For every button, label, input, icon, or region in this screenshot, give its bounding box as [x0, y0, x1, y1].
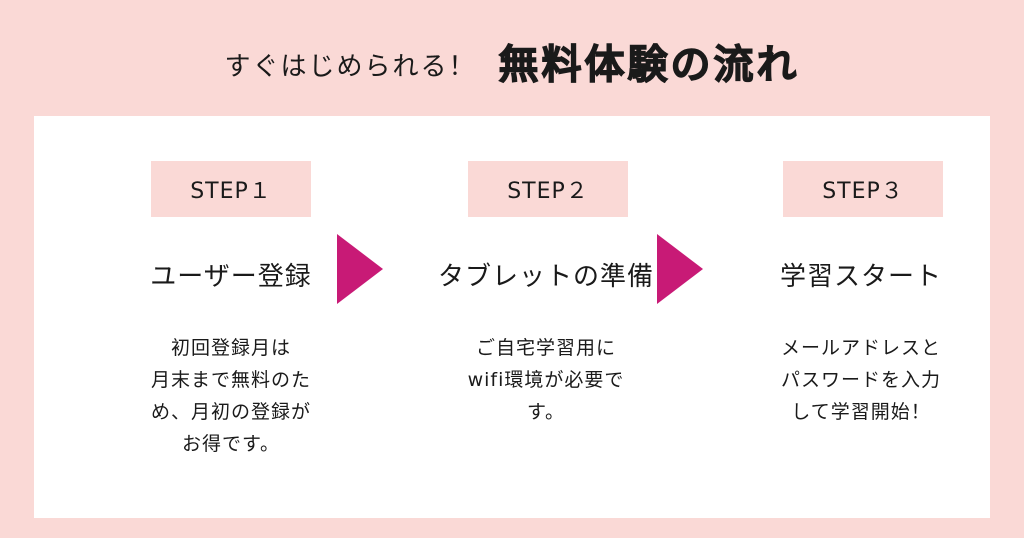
step-1-label: STEP１: [151, 161, 311, 217]
step-1-desc-line: め、月初の登録が: [150, 401, 311, 423]
step-3-desc-line: パスワードを入力: [780, 369, 941, 391]
right-triangle-icon: [657, 234, 703, 304]
step-1-desc-line: 初回登録月は: [170, 337, 291, 359]
step-1-desc-line: お得です。: [181, 433, 281, 455]
step-3-desc-line: メールアドレスと: [780, 337, 941, 359]
step-3-label: STEP３: [783, 161, 943, 217]
step-2-desc-line: す。: [526, 401, 566, 423]
step-2-description: ご自宅学習用に wifi環境が必要で す。: [396, 332, 696, 428]
step-1-title: ユーザー登録: [150, 262, 312, 292]
step-3-title: 学習スタート: [779, 262, 942, 292]
step-3-desc-line: して学習開始！: [791, 401, 931, 423]
step-2-label: STEP２: [468, 161, 628, 217]
step-2-desc-line: wifi環境が必要で: [467, 369, 625, 391]
step-2-title: タブレットの準備: [437, 262, 654, 292]
header-lead: すぐはじめられる！: [224, 51, 477, 82]
right-triangle-icon: [337, 234, 383, 304]
header: すぐはじめられる！ 無料体験の流れ: [0, 26, 1024, 96]
step-2-desc-line: ご自宅学習用に: [475, 337, 616, 359]
step-1-desc-line: 月末まで無料のた: [150, 369, 311, 391]
steps-panel: STEP１ ユーザー登録 初回登録月は 月末まで無料のた め、月初の登録が お得…: [34, 116, 990, 518]
step-3-description: メールアドレスと パスワードを入力 して学習開始！: [711, 332, 1011, 428]
page-title: 無料体験の流れ: [498, 41, 800, 88]
step-1-description: 初回登録月は 月末まで無料のた め、月初の登録が お得です。: [81, 332, 381, 460]
